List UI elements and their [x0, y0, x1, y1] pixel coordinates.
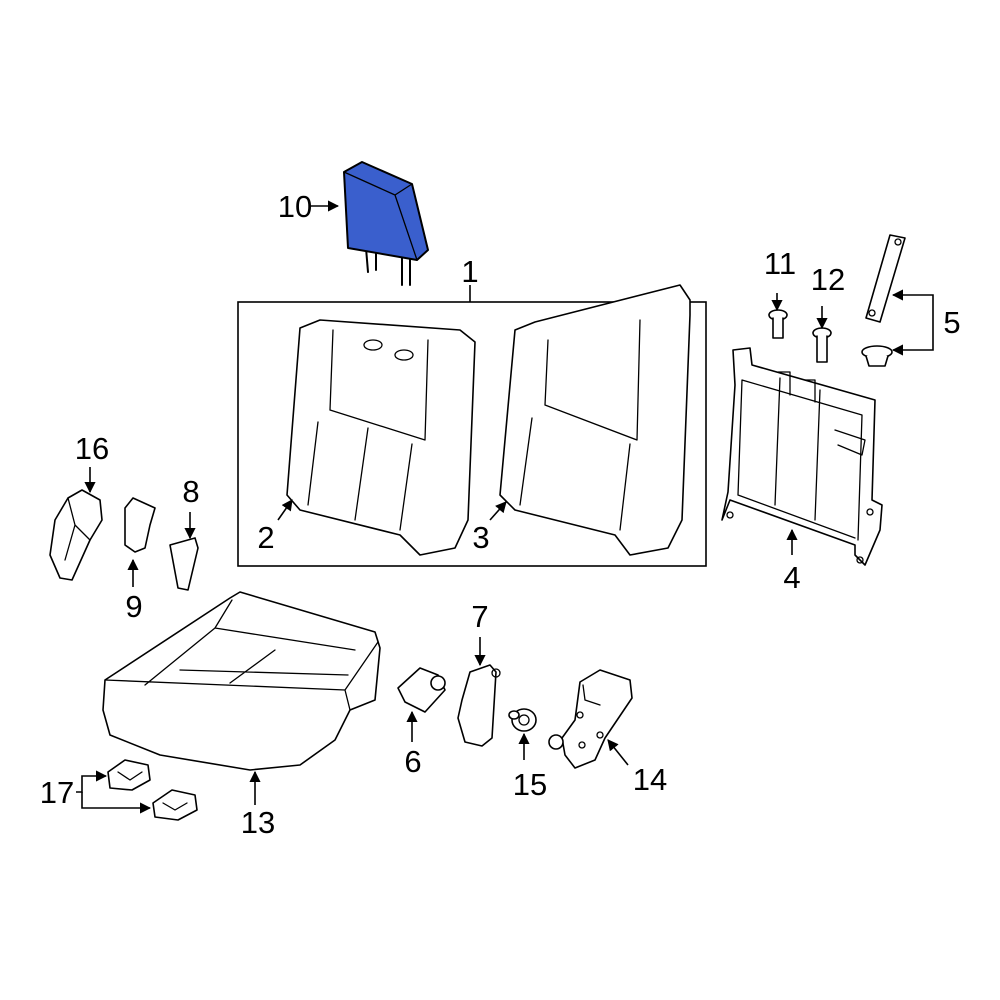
callout-3: 3	[472, 520, 489, 555]
part-8-cover[interactable]	[169, 537, 199, 591]
callout-16: 16	[75, 431, 109, 466]
callout-12: 12	[811, 262, 845, 297]
callout-5: 5	[943, 305, 960, 340]
part-5-grommet[interactable]	[861, 345, 893, 367]
part-17-clip-lower[interactable]	[152, 789, 198, 821]
assembly-box	[237, 301, 707, 567]
callout-17: 17	[40, 775, 74, 810]
part-12-bolt[interactable]	[812, 327, 832, 363]
part-15-bushing[interactable]	[508, 708, 537, 732]
part-14-hinge-bracket[interactable]	[548, 669, 633, 769]
part-6-bracket[interactable]	[397, 667, 446, 713]
callout-1: 1	[461, 254, 478, 289]
part-7-trim-panel[interactable]	[457, 664, 501, 747]
part-4-seat-back-frame[interactable]	[721, 347, 883, 566]
callout-15: 15	[513, 767, 547, 802]
callout-14: 14	[633, 762, 667, 797]
leader-lines	[76, 200, 934, 814]
part-10-headrest[interactable]	[343, 161, 429, 286]
part-17-clip-upper[interactable]	[107, 759, 151, 791]
callout-4: 4	[783, 560, 800, 595]
callout-9: 9	[125, 589, 142, 624]
part-2-left-seat-back[interactable]	[286, 319, 476, 556]
part-11-bolt[interactable]	[768, 309, 788, 339]
callout-10: 10	[278, 189, 312, 224]
part-9-trim[interactable]	[124, 497, 156, 553]
callout-6: 6	[404, 744, 421, 779]
part-5-strap[interactable]	[865, 234, 906, 323]
part-3-right-seat-back[interactable]	[499, 284, 691, 556]
part-13-seat-cushion[interactable]	[102, 591, 381, 771]
part-16-side-cover[interactable]	[49, 489, 103, 581]
callout-7: 7	[471, 599, 488, 634]
callout-8: 8	[182, 474, 199, 509]
callout-13: 13	[241, 805, 275, 840]
callout-2: 2	[257, 520, 274, 555]
callout-11: 11	[764, 246, 796, 281]
